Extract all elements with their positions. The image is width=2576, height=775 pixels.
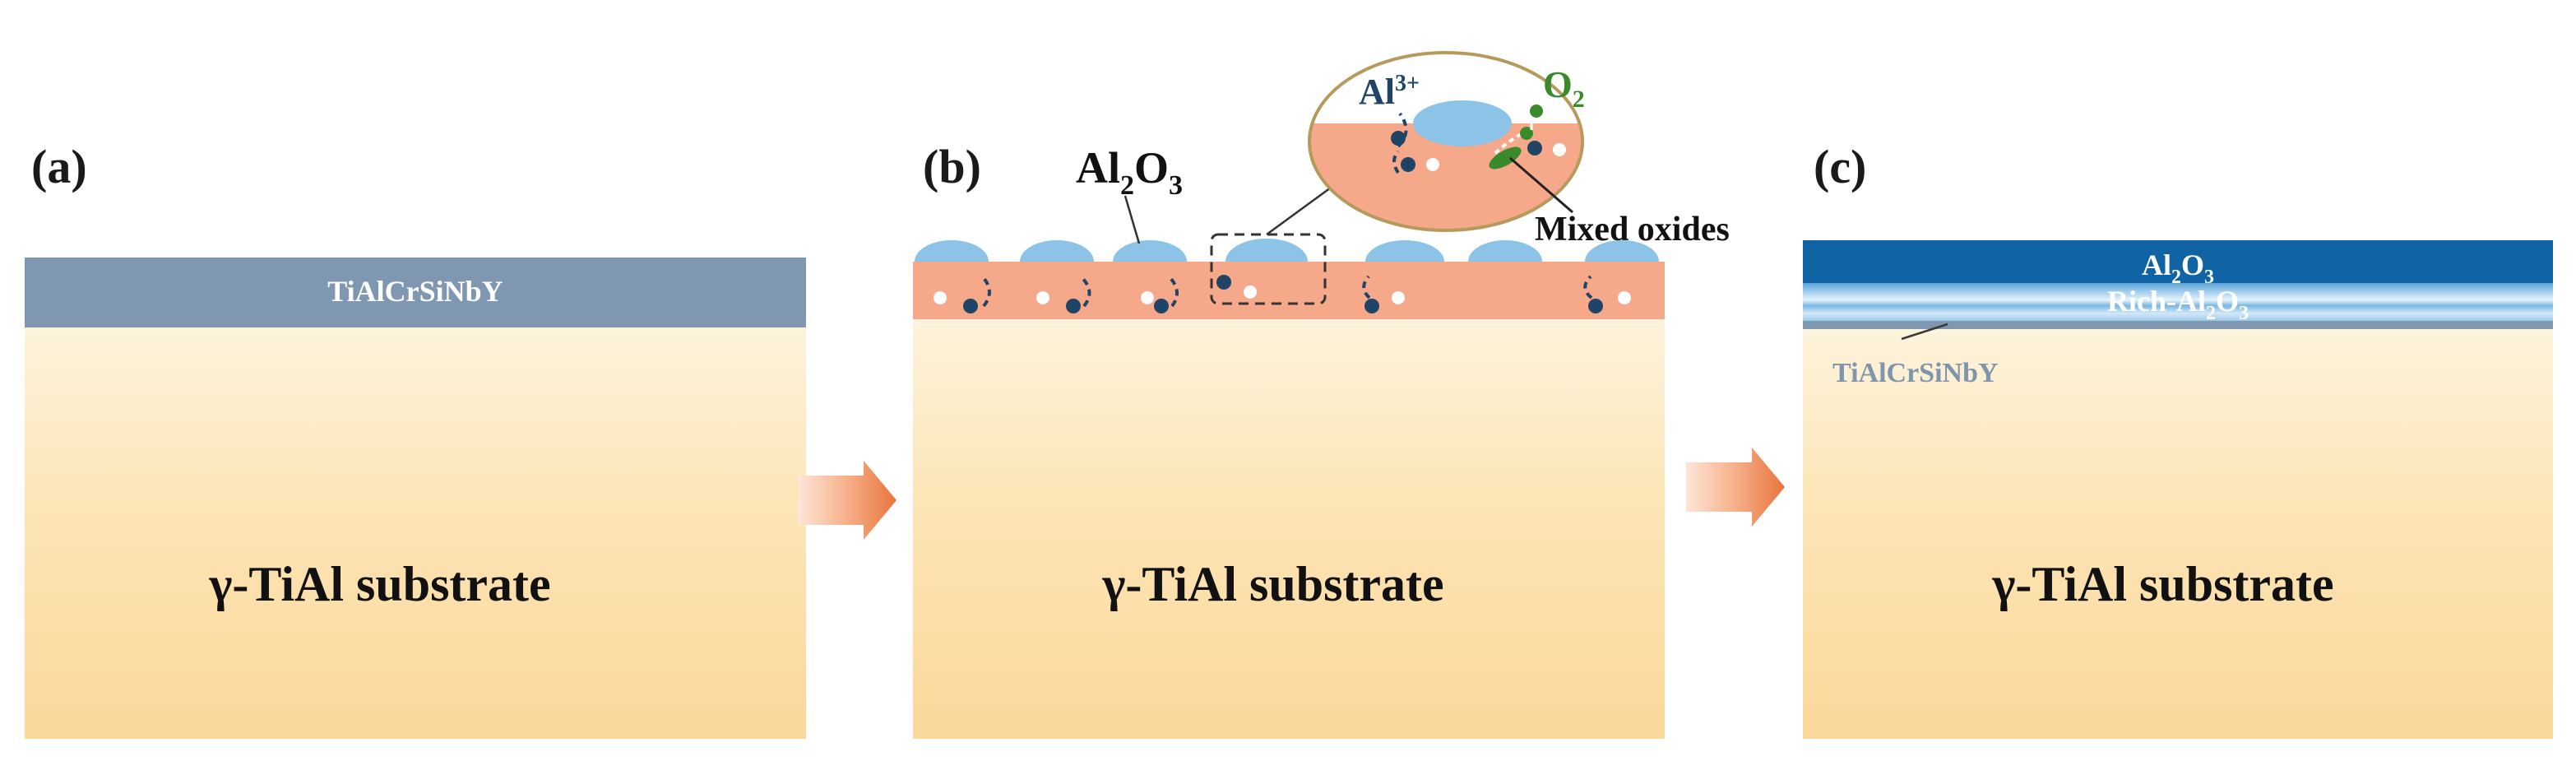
panel-b-ions xyxy=(934,275,1631,313)
arrow-a-to-b xyxy=(798,461,897,540)
panel-b: (b) xyxy=(913,51,1730,739)
panel-c-substrate xyxy=(1803,327,2553,739)
panel-a-label: (a) xyxy=(31,140,87,193)
panel-a: (a) TiAlCrSiNbY γ-TiAl substrate xyxy=(25,140,806,739)
panel-c-substrate-label: γ-TiAl substrate xyxy=(1991,557,2333,611)
panel-c-label: (c) xyxy=(1814,140,1866,193)
panel-b-oxide-scale xyxy=(913,262,1665,319)
arrow-b-to-c xyxy=(1686,448,1785,527)
inset-gas-label: O2 xyxy=(1543,63,1585,113)
panel-a-substrate xyxy=(25,327,806,739)
panel-a-coating-label: TiAlCrSiNbY xyxy=(327,275,503,308)
panel-c: (c) Al2O3 Rich-Al2O3 TiAlCrSiNbY γ-TiAl … xyxy=(1803,140,2553,739)
panel-b-oxide-label: Al2O3 xyxy=(1076,143,1183,201)
panel-c-coating-label: TiAlCrSiNbY xyxy=(1832,358,1999,388)
panel-c-coating xyxy=(1803,321,2553,329)
mixed-oxides-leader xyxy=(1509,156,1573,214)
panel-c-alumina-layer xyxy=(1803,240,2553,283)
panel-b-substrate xyxy=(913,319,1665,739)
panel-c-rich-alumina-layer xyxy=(1803,283,2553,321)
mixed-oxides-label: Mixed oxides xyxy=(1535,211,1730,248)
panel-a-substrate-label: γ-TiAl substrate xyxy=(208,557,550,611)
panel-a-coating xyxy=(25,258,806,327)
panel-c-alumina-label: Al2O3 xyxy=(2142,248,2214,288)
panel-b-substrate-label: γ-TiAl substrate xyxy=(1101,557,1443,611)
panel-c-rich-alumina-label: Rich-Al2O3 xyxy=(2107,285,2249,324)
inset-ion-label: Al3+ xyxy=(1359,71,1420,112)
panel-b-label: (b) xyxy=(923,140,981,193)
panel-b-oxide-leader xyxy=(1124,195,1141,244)
panel-c-coating-leader xyxy=(1901,323,1948,341)
